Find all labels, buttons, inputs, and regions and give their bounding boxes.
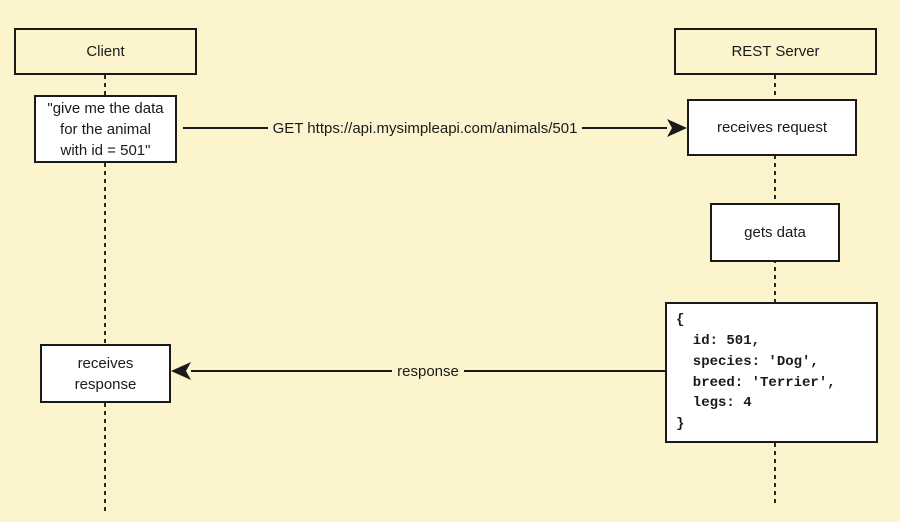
get-request-line-left [183, 127, 268, 129]
receives-request-box: receives request [687, 99, 857, 156]
client-actor-label: Client [86, 43, 125, 60]
arrowhead-left-icon [171, 362, 191, 380]
client-lifeline [104, 75, 106, 512]
rest-server-actor-label: REST Server [731, 43, 820, 60]
response-payload-code: { id: 501, species: 'Dog', breed: 'Terri… [676, 312, 836, 432]
client-request-note-text: "give me the data for the animal with id… [47, 99, 164, 159]
response-payload-box: { id: 501, species: 'Dog', breed: 'Terri… [665, 302, 878, 443]
arrowhead-right-icon [667, 119, 688, 137]
get-request-label: GET https://api.mysimpleapi.com/animals/… [272, 119, 578, 137]
get-request-arrow: GET https://api.mysimpleapi.com/animals/… [183, 117, 688, 139]
response-line-right [463, 370, 665, 372]
client-request-note: "give me the data for the animal with id… [34, 95, 177, 163]
client-actor-box: Client [14, 28, 197, 75]
receives-request-text: receives request [716, 119, 828, 136]
rest-server-actor-box: REST Server [674, 28, 877, 75]
gets-data-text: gets data [744, 224, 806, 241]
server-lifeline [774, 75, 776, 505]
response-arrow: response [171, 360, 665, 382]
receives-response-text: receives response [74, 354, 137, 393]
response-label: response [397, 362, 459, 380]
response-line-left [191, 370, 393, 372]
get-request-line-right [582, 127, 668, 129]
gets-data-box: gets data [710, 203, 840, 262]
receives-response-box: receives response [40, 344, 171, 403]
